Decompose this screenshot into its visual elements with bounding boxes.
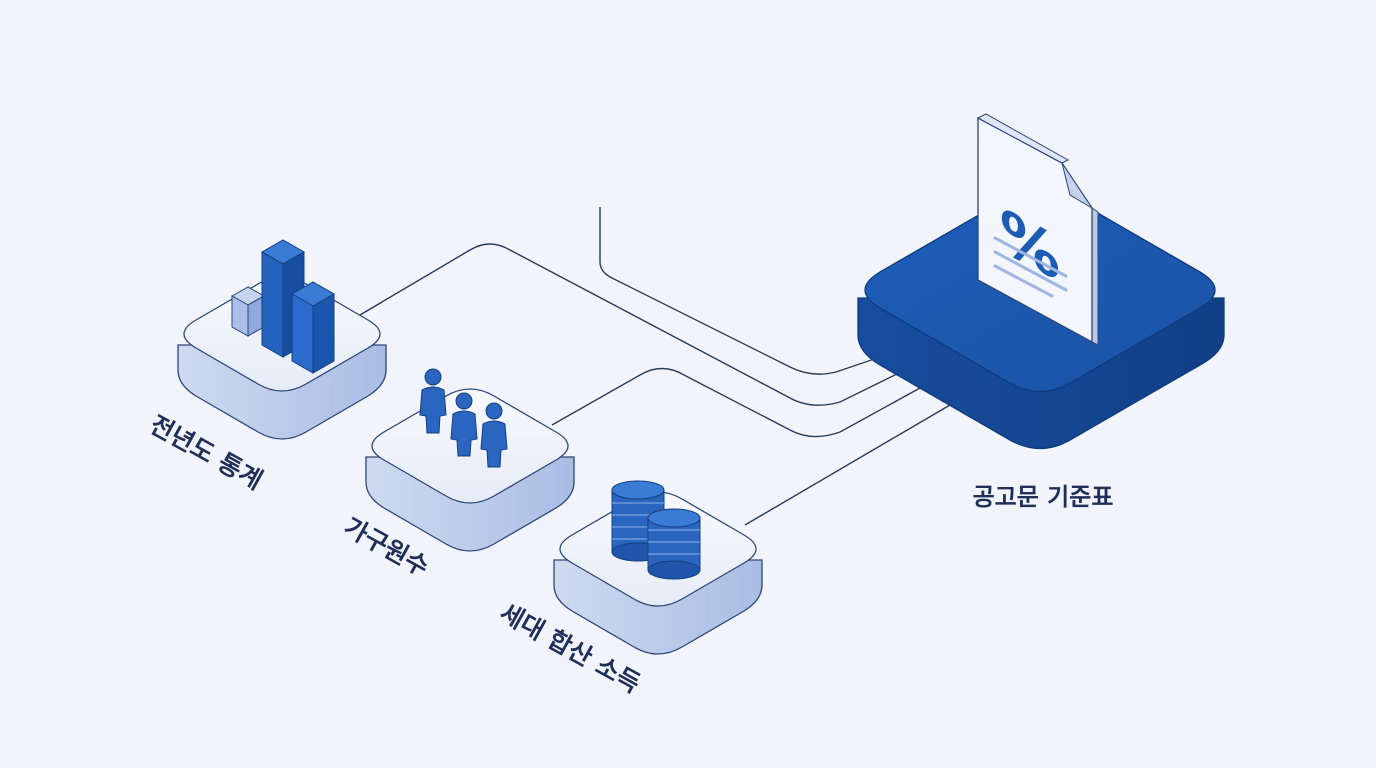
connector-household bbox=[551, 367, 921, 438]
connector-income bbox=[744, 404, 951, 526]
connector-lines bbox=[359, 207, 951, 526]
coin-stack-icon bbox=[611, 480, 701, 580]
people-icon bbox=[419, 368, 508, 468]
bar-chart-icon bbox=[230, 239, 336, 374]
percent-document-icon: % bbox=[976, 113, 1099, 346]
platform-target: % bbox=[857, 113, 1225, 450]
connector-extra bbox=[599, 207, 896, 375]
platform-income bbox=[553, 480, 763, 655]
label-target: 공고문 기준표 bbox=[973, 483, 1114, 511]
platform-household bbox=[365, 368, 575, 552]
platform-stats bbox=[177, 239, 387, 440]
connector-stats bbox=[359, 243, 906, 406]
